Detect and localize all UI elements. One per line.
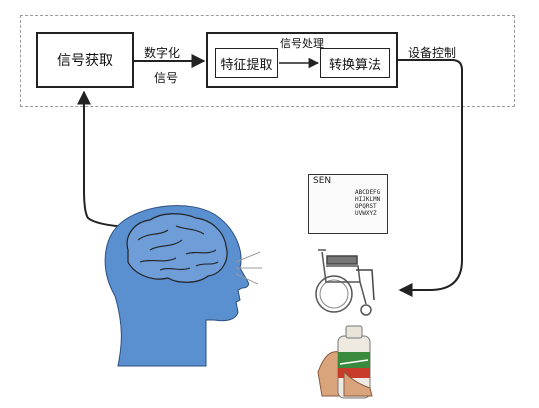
signal-acquisition-label: 信号获取 [57, 53, 113, 69]
feature-extraction-box: 特征提取 [215, 48, 278, 78]
wheelchair-icon [315, 249, 375, 316]
conversion-algorithm-box: 转换算法 [320, 48, 390, 78]
digitize-label-line1: 数字化 [144, 46, 181, 60]
brain-head-icon [104, 205, 262, 367]
hand-bottle-icon [317, 325, 373, 399]
screen-letters: ABCDEFG HIJKLMN OPQRST UVWXYZ [355, 189, 381, 217]
signal-processing-label: 信号处理 [280, 37, 324, 50]
speller-screen: SEN ABCDEFG HIJKLMN OPQRST UVWXYZ [308, 174, 388, 234]
digitize-label-line2: 信号 [154, 71, 179, 85]
signal-acquisition-box: 信号获取 [36, 32, 134, 88]
device-control-label: 设备控制 [408, 46, 457, 60]
pipeline-frame [20, 15, 515, 107]
screen-title: SEN [313, 176, 332, 186]
device-control-arrow [398, 59, 463, 297]
brain-signal-arrow [77, 90, 161, 229]
feature-extraction-label: 特征提取 [220, 57, 273, 73]
conversion-algorithm-label: 转换算法 [328, 57, 381, 73]
